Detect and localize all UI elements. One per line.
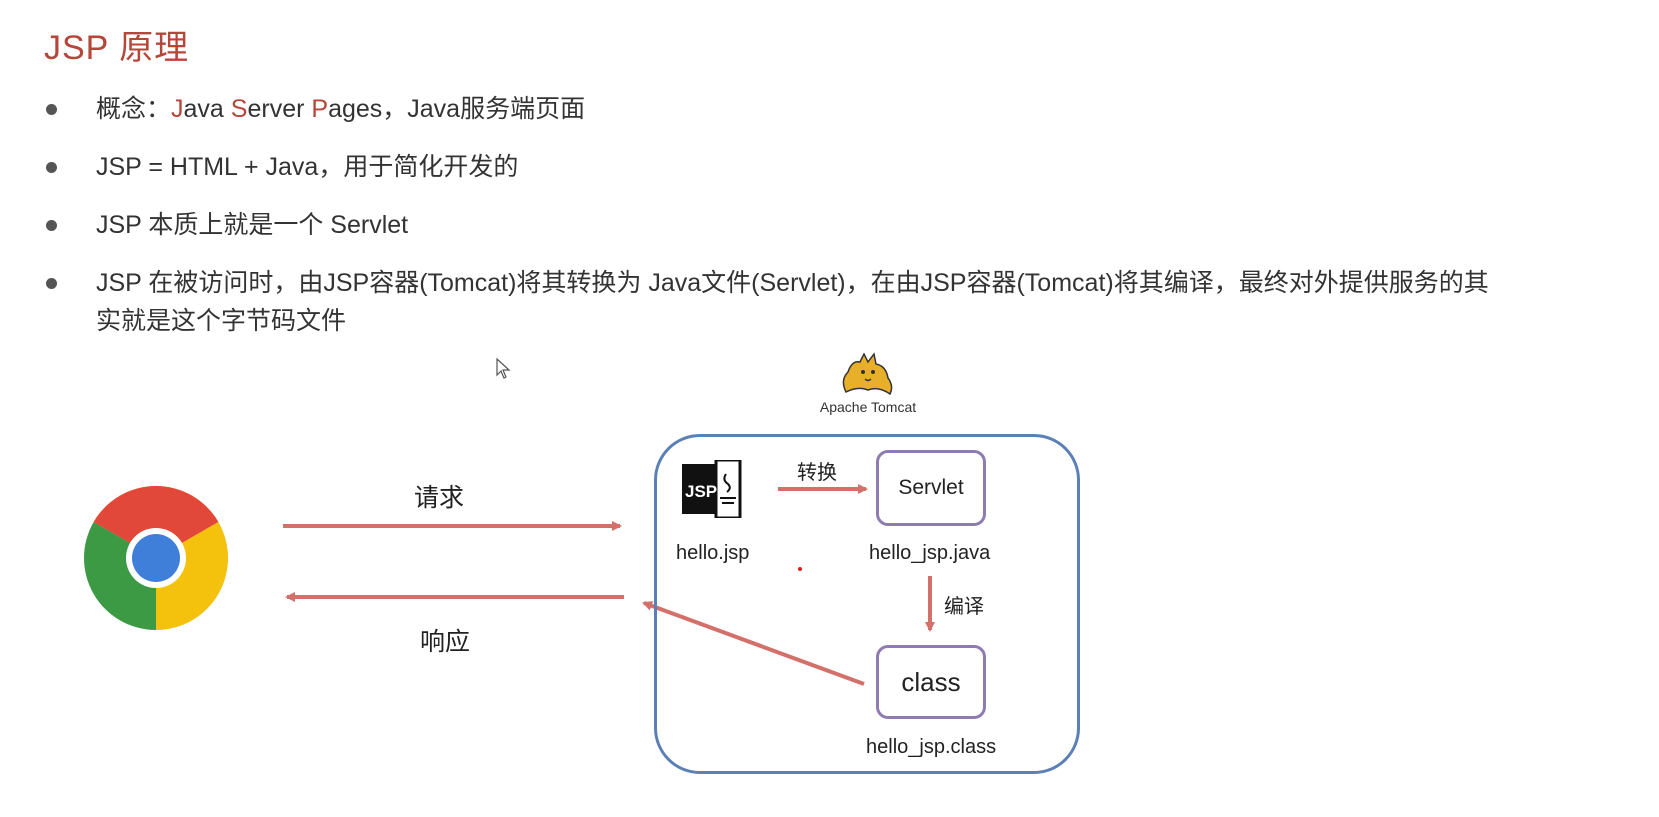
page-title: JSP 原理 bbox=[44, 29, 190, 67]
tomcat-logo-icon bbox=[842, 352, 893, 396]
bullet-dot bbox=[46, 220, 57, 231]
acronym-rest-ages: ages，Java服务端页面 bbox=[328, 95, 586, 123]
acronym-letter-j: J bbox=[171, 95, 184, 123]
acronym-letter-s: S bbox=[230, 95, 248, 123]
jsp-icon-text: JSP bbox=[685, 482, 717, 501]
acronym-letter-p: P bbox=[311, 95, 329, 123]
class-to-response-arrow bbox=[642, 601, 865, 686]
bullet-item-essence: JSP 本质上就是一个 Servlet bbox=[46, 206, 1496, 244]
java-file-label: hello_jsp.java bbox=[869, 542, 991, 564]
convert-label: 转换 bbox=[797, 462, 837, 484]
bullet-list: 概念：Java Server Pages，Java服务端页面 JSP = HTM… bbox=[46, 90, 1496, 360]
bullet-item-formula: JSP = HTML + Java，用于简化开发的 bbox=[46, 148, 1496, 186]
cursor-icon bbox=[496, 358, 511, 379]
bullet-text: JSP = HTML + Java，用于简化开发的 bbox=[96, 153, 519, 181]
tomcat-container bbox=[654, 434, 1080, 774]
response-label: 响应 bbox=[420, 628, 471, 656]
acronym-rest-erver: erver bbox=[247, 95, 312, 123]
jsp-file-label: hello.jsp bbox=[676, 542, 750, 564]
tomcat-label: Apache Tomcat bbox=[819, 399, 917, 415]
bullet-dot bbox=[46, 104, 57, 115]
jsp-file-icon: JSP bbox=[682, 460, 742, 518]
class-node-label: class bbox=[901, 666, 961, 697]
bullet-item-concept: 概念：Java Server Pages，Java服务端页面 bbox=[46, 90, 1496, 128]
bullet-dot bbox=[46, 162, 57, 173]
chrome-icon bbox=[84, 486, 228, 630]
compile-label: 编译 bbox=[944, 596, 984, 618]
laser-pointer-dot bbox=[798, 567, 802, 571]
servlet-node-label: Servlet bbox=[898, 476, 964, 499]
concept-prefix: 概念： bbox=[96, 95, 172, 123]
bullet-item-process: JSP 在被访问时，由JSP容器(Tomcat)将其转换为 Java文件(Ser… bbox=[46, 264, 1496, 340]
class-file-label: hello_jsp.class bbox=[866, 736, 997, 758]
class-node: class bbox=[876, 645, 986, 719]
bullet-text: JSP 本质上就是一个 Servlet bbox=[96, 211, 409, 239]
bullet-text: JSP 在被访问时，由JSP容器(Tomcat)将其转换为 Java文件(Ser… bbox=[96, 269, 1489, 335]
servlet-node: Servlet bbox=[876, 450, 986, 526]
acronym-rest-ava: ava bbox=[183, 95, 231, 123]
request-label: 请求 bbox=[414, 484, 465, 512]
bullet-dot bbox=[46, 278, 57, 289]
